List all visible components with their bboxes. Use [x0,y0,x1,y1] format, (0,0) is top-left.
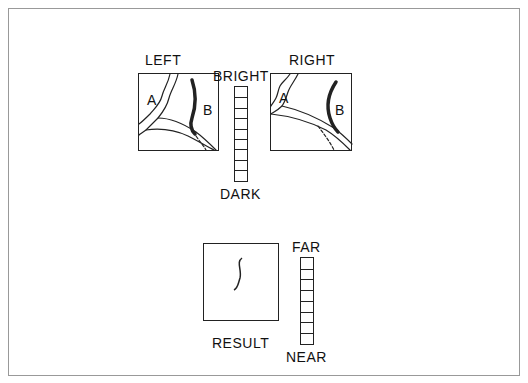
box-title: RIGHT [289,52,335,68]
scale-label: DARK [220,186,261,202]
scale-label: FAR [292,239,321,255]
image-box: RIGHTAB [270,73,352,151]
scale-tick [235,149,247,150]
frame [9,9,520,376]
region-label: A [147,92,157,108]
scale-tick [235,160,247,161]
box-title: RESULT [212,335,269,351]
scale-tick [301,301,313,302]
image-box: LEFTAB [138,73,219,151]
right-scene [271,74,352,150]
scale-tick [301,290,313,291]
disparity-curve [234,258,242,290]
brightness-scale: BRIGHTDARK [234,86,248,182]
scale-tick [235,108,247,109]
scale-tick [235,170,247,171]
scale-label: BRIGHT [213,68,269,84]
left-scene [139,74,216,150]
scale-tick [301,322,313,323]
depth-scale: FARNEAR [300,257,314,345]
scale-tick [235,139,247,140]
scale-tick [301,333,313,334]
scale-tick [301,312,313,313]
scale-label: NEAR [286,349,327,365]
scale-tick [235,97,247,98]
scale-tick [235,118,247,119]
result-box: RESULT [203,243,279,321]
scale-tick [235,129,247,130]
scale-tick [301,279,313,280]
scale-tick [301,269,313,270]
region-label: B [335,102,345,118]
region-label: B [203,102,213,118]
box-title: LEFT [145,52,181,68]
region-label: A [279,90,289,106]
